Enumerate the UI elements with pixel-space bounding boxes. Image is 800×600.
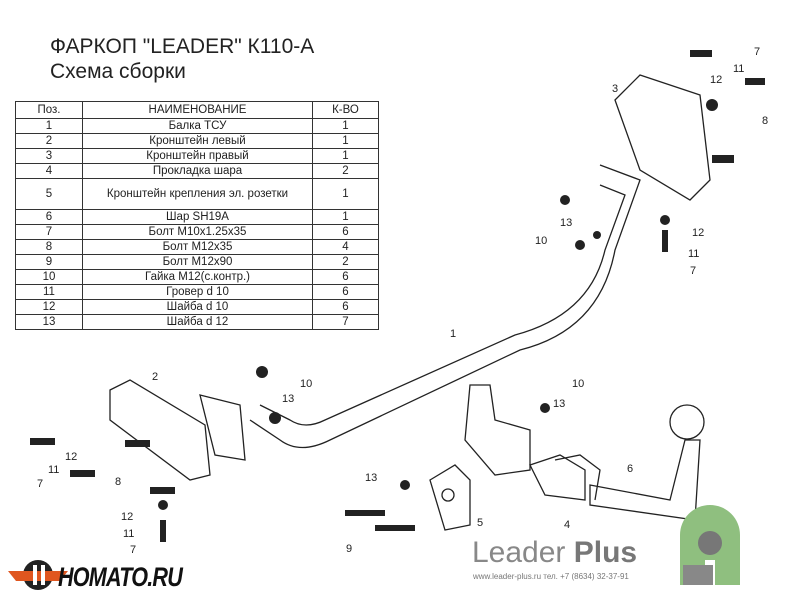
ball-arm: [589, 439, 701, 521]
callout: 11: [48, 464, 59, 476]
callout: 3: [612, 83, 618, 95]
callout: 9: [346, 543, 352, 555]
callout: 11: [123, 528, 134, 540]
callout: 2: [152, 371, 158, 383]
cell-pos: 13: [15, 314, 83, 330]
callout: 10: [535, 235, 547, 247]
leader-plus-logo-text: Leader Plus: [472, 537, 637, 569]
callout: 7: [754, 46, 760, 58]
cell-qty: 6: [312, 269, 379, 285]
callout: 7: [690, 265, 696, 277]
bar-end-left: [199, 394, 246, 461]
callout: 10: [572, 378, 584, 390]
cell-qty: 7: [312, 314, 379, 330]
callout: 11: [688, 248, 699, 260]
fasteners: [30, 50, 765, 542]
callouts: 7 11 12 8 3 13 10 12 11 7 1 2 10 13 10 1…: [37, 46, 768, 556]
callout: 5: [477, 517, 483, 529]
callout: 13: [553, 398, 565, 410]
cell-name: Гайка М12(с.контр.): [82, 269, 313, 285]
socket-hole: [441, 488, 455, 502]
tow-bar-beam: [249, 164, 641, 449]
callout: 10: [300, 378, 312, 390]
homato-logo-icon: [8, 560, 68, 590]
callout: 8: [115, 476, 121, 488]
contacts: www.leader-plus.ru тел. +7 (8634) 32-37-…: [473, 572, 629, 581]
callout: 12: [692, 227, 704, 239]
page-title: ФАРКОП "LEADER" К110-А: [50, 35, 315, 58]
callout: 13: [282, 393, 294, 405]
callout: 7: [130, 544, 136, 556]
callout: 1: [450, 328, 456, 340]
brand-bold: Plus: [573, 536, 638, 569]
callout: 11: [733, 63, 744, 75]
tow-ball: [669, 404, 705, 440]
callout: 7: [37, 478, 43, 490]
homato-watermark: HOMATO.RU: [58, 562, 183, 592]
callout: 12: [65, 451, 77, 463]
cell-name: Болт М12x35: [82, 239, 313, 255]
cell-name: Кронштейн правый: [82, 148, 313, 164]
page-subtitle: Схема сборки: [50, 60, 186, 83]
cell-name: Шайба d 12: [82, 314, 313, 330]
bracket-right: [614, 74, 711, 201]
callout: 12: [121, 511, 133, 523]
socket-bracket: [429, 464, 471, 531]
callout: 12: [710, 74, 722, 86]
bracket-left: [109, 379, 211, 481]
callout: 6: [627, 463, 633, 475]
callout: 4: [564, 519, 570, 531]
callout: 8: [762, 115, 768, 127]
tow-bar-beam-inner: [259, 184, 626, 426]
cell-qty: 1: [312, 178, 379, 210]
callout: 13: [560, 217, 572, 229]
leader-plus-logo-icon: [680, 505, 740, 585]
ball-spacers: [529, 454, 601, 501]
brand-light: Leader: [472, 536, 566, 569]
ball-mount-plate: [464, 384, 531, 476]
callout: 13: [365, 472, 377, 484]
